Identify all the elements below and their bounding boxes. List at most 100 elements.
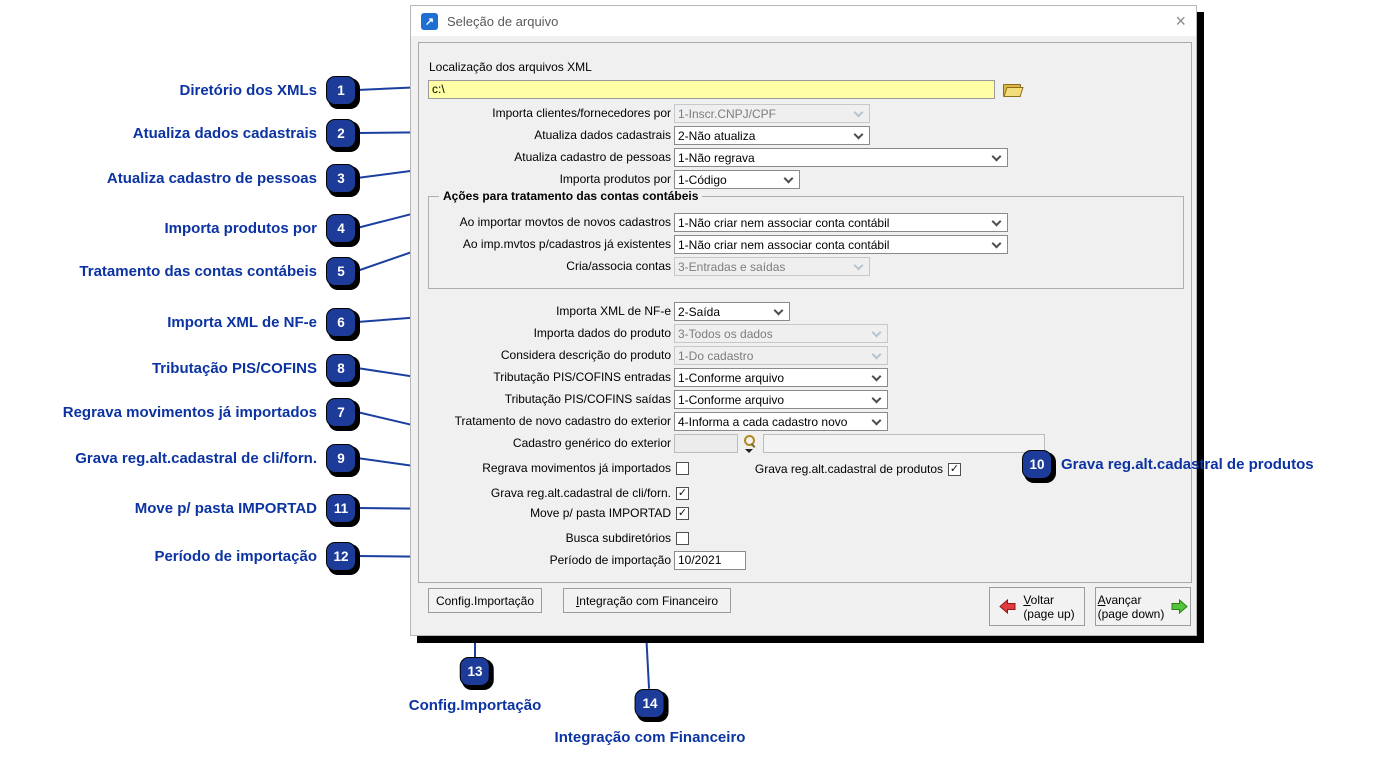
row-regrava-movimentos: Regrava movimentos já importados xyxy=(419,461,689,475)
field-label: Tributação PIS/COFINS entradas xyxy=(493,370,671,384)
chevron-down-icon xyxy=(853,107,864,117)
novo-exterior-select[interactable]: 4-Informa a cada cadastro novo xyxy=(674,412,888,431)
callout-label: Tributação PIS/COFINS xyxy=(151,360,317,377)
combo-value: 1-Não criar nem associar conta contábil xyxy=(678,237,890,252)
combo-value: 4-Informa a cada cadastro novo xyxy=(678,414,848,429)
busca-subdiretorios-checkbox[interactable] xyxy=(676,531,689,545)
row-move-importad: Move p/ pasta IMPORTAD ✓ xyxy=(419,506,689,520)
callout-grava-produtos: 10 Grava reg.alt.cadastral de produtos xyxy=(1022,450,1314,479)
callout-importa-xml: Importa XML de NF-e 6 xyxy=(167,307,356,338)
move-importad-checkbox[interactable]: ✓ xyxy=(676,506,689,520)
callout-badge: 6 xyxy=(326,308,356,337)
field-label: Tratamento de novo cadastro do exterior xyxy=(454,414,671,428)
field-label: Ao imp.mvtos p/cadastros já existentes xyxy=(462,237,671,251)
cadastro-generico-code-input xyxy=(674,434,738,453)
search-lookup-icon[interactable] xyxy=(743,435,756,448)
green-right-arrow-icon xyxy=(1171,599,1189,614)
chevron-down-icon xyxy=(773,305,784,315)
callout-label: Regrava movimentos já importados xyxy=(62,404,317,421)
callout-badge: 8 xyxy=(326,354,356,383)
field-label: Considera descrição do produto xyxy=(500,348,671,362)
field-label: Cria/associa contas xyxy=(566,259,671,273)
cria-associa-select: 3-Entradas e saídas xyxy=(674,257,870,276)
close-icon[interactable]: × xyxy=(1175,11,1186,31)
grava-cliforn-checkbox[interactable]: ✓ xyxy=(676,486,689,500)
pis-entradas-select[interactable]: 1-Conforme arquivo xyxy=(674,368,888,387)
avancar-button[interactable]: Avançar (page down) xyxy=(1095,587,1191,626)
row-cadastro-generico: Cadastro genérico do exterior xyxy=(419,434,1045,453)
regrava-movimentos-checkbox[interactable] xyxy=(676,461,689,475)
row-descricao-produto: Considera descrição do produto 1-Do cada… xyxy=(419,346,888,365)
field-label: Ao importar movtos de novos cadastros xyxy=(459,215,671,229)
callout-grava-cliforn: Grava reg.alt.cadastral de cli/forn. 9 xyxy=(75,443,356,474)
importa-clientes-select: 1-Inscr.CNPJ/CPF xyxy=(674,104,870,123)
xml-location-input[interactable]: c:\ xyxy=(428,80,995,99)
chevron-down-icon xyxy=(871,327,882,337)
chevron-down-icon xyxy=(871,393,882,403)
row-movtos-novos: Ao importar movtos de novos cadastros 1-… xyxy=(419,213,1008,232)
combo-value: 1-Código xyxy=(678,172,727,187)
folder-browse-icon[interactable] xyxy=(1003,82,1022,97)
dropdown-arrow-icon[interactable] xyxy=(745,449,753,453)
periodo-importacao-input[interactable]: 10/2021 xyxy=(674,551,746,570)
row-atualiza-dados: Atualiza dados cadastrais 2-Não atualiza xyxy=(419,126,870,145)
importa-xml-select[interactable]: 2-Saída xyxy=(674,302,790,321)
atualiza-pessoas-select[interactable]: 1-Não regrava xyxy=(674,148,1008,167)
button-label: Avançar xyxy=(1097,592,1142,607)
callout-badge: 9 xyxy=(326,444,356,473)
callout-badge: 12 xyxy=(326,542,356,571)
callout-label: Diretório dos XMLs xyxy=(179,82,317,99)
descricao-produto-select: 1-Do cadastro xyxy=(674,346,888,365)
callout-label: Config.Importação xyxy=(408,697,542,714)
callout-badge: 11 xyxy=(326,494,356,523)
checkbox-label: Grava reg.alt.cadastral de cli/forn. xyxy=(490,486,671,500)
voltar-button[interactable]: Voltar (page up) xyxy=(989,587,1085,626)
pis-saidas-select[interactable]: 1-Conforme arquivo xyxy=(674,390,888,409)
field-label: Importa XML de NF-e xyxy=(556,304,671,318)
callout-label: Período de importação xyxy=(154,548,317,565)
callout-label: Atualiza cadastro de pessoas xyxy=(106,170,317,187)
callout-label: Grava reg.alt.cadastral de produtos xyxy=(1061,456,1314,473)
callout-diretorio-xmls: Diretório dos XMLs 1 xyxy=(179,75,356,106)
movtos-existentes-select[interactable]: 1-Não criar nem associar conta contábil xyxy=(674,235,1008,254)
row-movtos-existentes: Ao imp.mvtos p/cadastros já existentes 1… xyxy=(419,235,1008,254)
movtos-novos-select[interactable]: 1-Não criar nem associar conta contábil xyxy=(674,213,1008,232)
chevron-down-icon xyxy=(871,349,882,359)
callout-tributacao-pis: Tributação PIS/COFINS 8 xyxy=(152,353,356,384)
row-importa-clientes: Importa clientes/fornecedores por 1-Insc… xyxy=(419,104,870,123)
row-dados-produto: Importa dados do produto 3-Todos os dado… xyxy=(419,324,888,343)
chevron-down-icon xyxy=(991,238,1002,248)
app-icon: ↗ xyxy=(421,12,438,30)
atualiza-dados-select[interactable]: 2-Não atualiza xyxy=(674,126,870,145)
importa-produtos-select[interactable]: 1-Código xyxy=(674,170,800,189)
callout-config-importacao: 13 Config.Importação xyxy=(408,657,542,714)
field-label: Atualiza cadastro de pessoas xyxy=(514,150,671,164)
chevron-down-icon xyxy=(871,415,882,425)
combo-value: 2-Não atualiza xyxy=(678,128,756,143)
combo-value: 1-Não regrava xyxy=(678,150,755,165)
callout-label: Tratamento das contas contábeis xyxy=(79,263,317,280)
grava-produtos-checkbox[interactable]: ✓ xyxy=(948,462,961,476)
field-label: Tributação PIS/COFINS saídas xyxy=(504,392,671,406)
callout-move-importad: Move p/ pasta IMPORTAD 11 xyxy=(135,493,356,524)
callout-label: Integração com Financeiro xyxy=(554,729,746,746)
button-label: Voltar xyxy=(1023,592,1054,607)
row-atualiza-pessoas: Atualiza cadastro de pessoas 1-Não regra… xyxy=(419,148,1008,167)
chevron-down-icon xyxy=(991,216,1002,226)
callout-regrava-movimentos: Regrava movimentos já importados 7 xyxy=(63,397,356,428)
callout-label: Importa XML de NF-e xyxy=(167,314,317,331)
row-periodo: Período de importação 10/2021 xyxy=(419,551,746,570)
callout-atualiza-pessoas: Atualiza cadastro de pessoas 3 xyxy=(107,163,356,194)
row-novo-exterior: Tratamento de novo cadastro do exterior … xyxy=(419,412,888,431)
config-importacao-button[interactable]: Config.Importação xyxy=(428,588,542,613)
button-sublabel: (page up) xyxy=(1023,606,1075,621)
button-label: Integração com Financeiro xyxy=(575,593,719,608)
callout-atualiza-dados: Atualiza dados cadastrais 2 xyxy=(133,118,356,149)
integracao-financeiro-button[interactable]: Integração com Financeiro xyxy=(563,588,731,613)
callout-periodo: Período de importação 12 xyxy=(154,541,356,572)
callout-importa-produtos: Importa produtos por 4 xyxy=(165,213,356,244)
chevron-down-icon xyxy=(853,260,864,270)
callout-label: Grava reg.alt.cadastral de cli/forn. xyxy=(75,450,317,467)
cadastro-generico-name-input xyxy=(763,434,1045,453)
